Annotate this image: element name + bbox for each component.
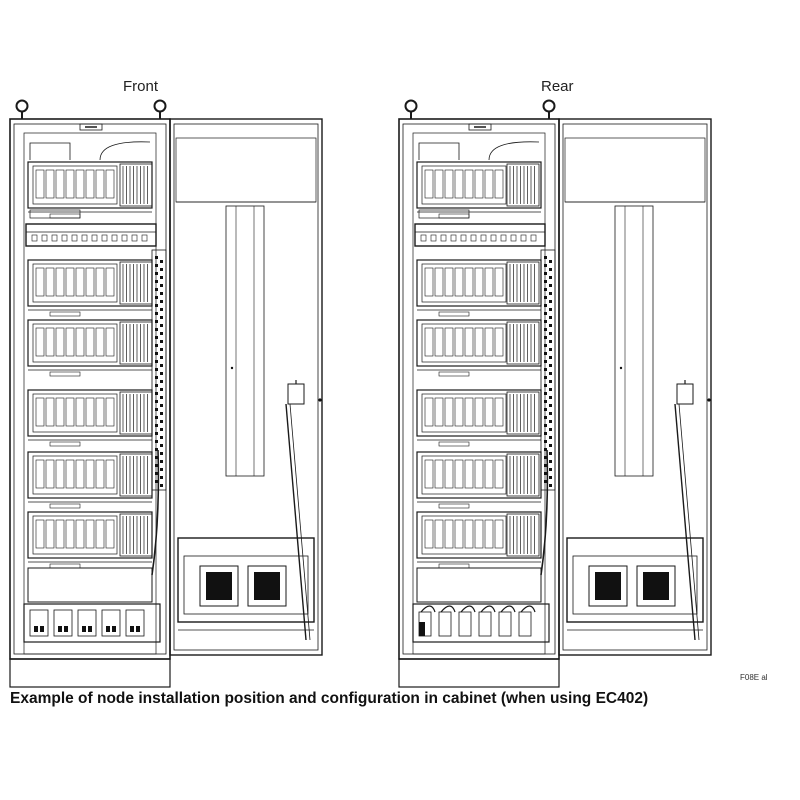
- front-terminal-row: [23, 603, 161, 643]
- rear-node-module: [416, 389, 542, 447]
- rear-view-label: Rear: [541, 78, 574, 95]
- front-power-duct: [25, 209, 157, 247]
- rear-open-door: [558, 118, 712, 656]
- front-fan-unit: [177, 537, 315, 631]
- figure-caption: Example of node installation position an…: [10, 690, 649, 707]
- front-wiring-duct: [151, 249, 167, 576]
- rear-node-module: [416, 451, 542, 509]
- rear-fan-unit: [566, 537, 704, 631]
- front-cabinet: [9, 99, 323, 688]
- front-view-label: Front: [123, 78, 159, 95]
- front-eye-bolt-1: [153, 99, 167, 113]
- figure-id: F08E al: [740, 673, 768, 682]
- front-open-door: [169, 118, 323, 656]
- rear-cabinet: [398, 99, 712, 688]
- front-cabinet-frame: [9, 118, 171, 660]
- rear-terminal-row: [412, 603, 550, 643]
- rear-cabinet-frame: [398, 118, 560, 660]
- front-node-module: [27, 259, 153, 317]
- front-base-plinth: [9, 658, 171, 688]
- rear-node-module: [416, 161, 542, 219]
- rear-node-module: [416, 511, 542, 569]
- front-fan: [254, 572, 280, 600]
- rear-eye-bolt-0: [404, 99, 418, 113]
- rear-fan: [643, 572, 669, 600]
- front-node-module: [27, 161, 153, 219]
- front-node-module: [27, 319, 153, 377]
- rear-node-module: [416, 319, 542, 377]
- front-node-module: [27, 511, 153, 569]
- rear-eye-bolt-1: [542, 99, 556, 113]
- front-node-module: [27, 389, 153, 447]
- rear-fan: [595, 572, 621, 600]
- rear-power-duct: [414, 209, 546, 247]
- rear-wiring-duct: [540, 249, 556, 576]
- front-top-plate: [79, 123, 103, 131]
- rear-node-module: [416, 259, 542, 317]
- front-eye-bolt-0: [15, 99, 29, 113]
- front-node-module: [27, 451, 153, 509]
- rear-base-plinth: [398, 658, 560, 688]
- front-fan: [206, 572, 232, 600]
- rear-top-plate: [468, 123, 492, 131]
